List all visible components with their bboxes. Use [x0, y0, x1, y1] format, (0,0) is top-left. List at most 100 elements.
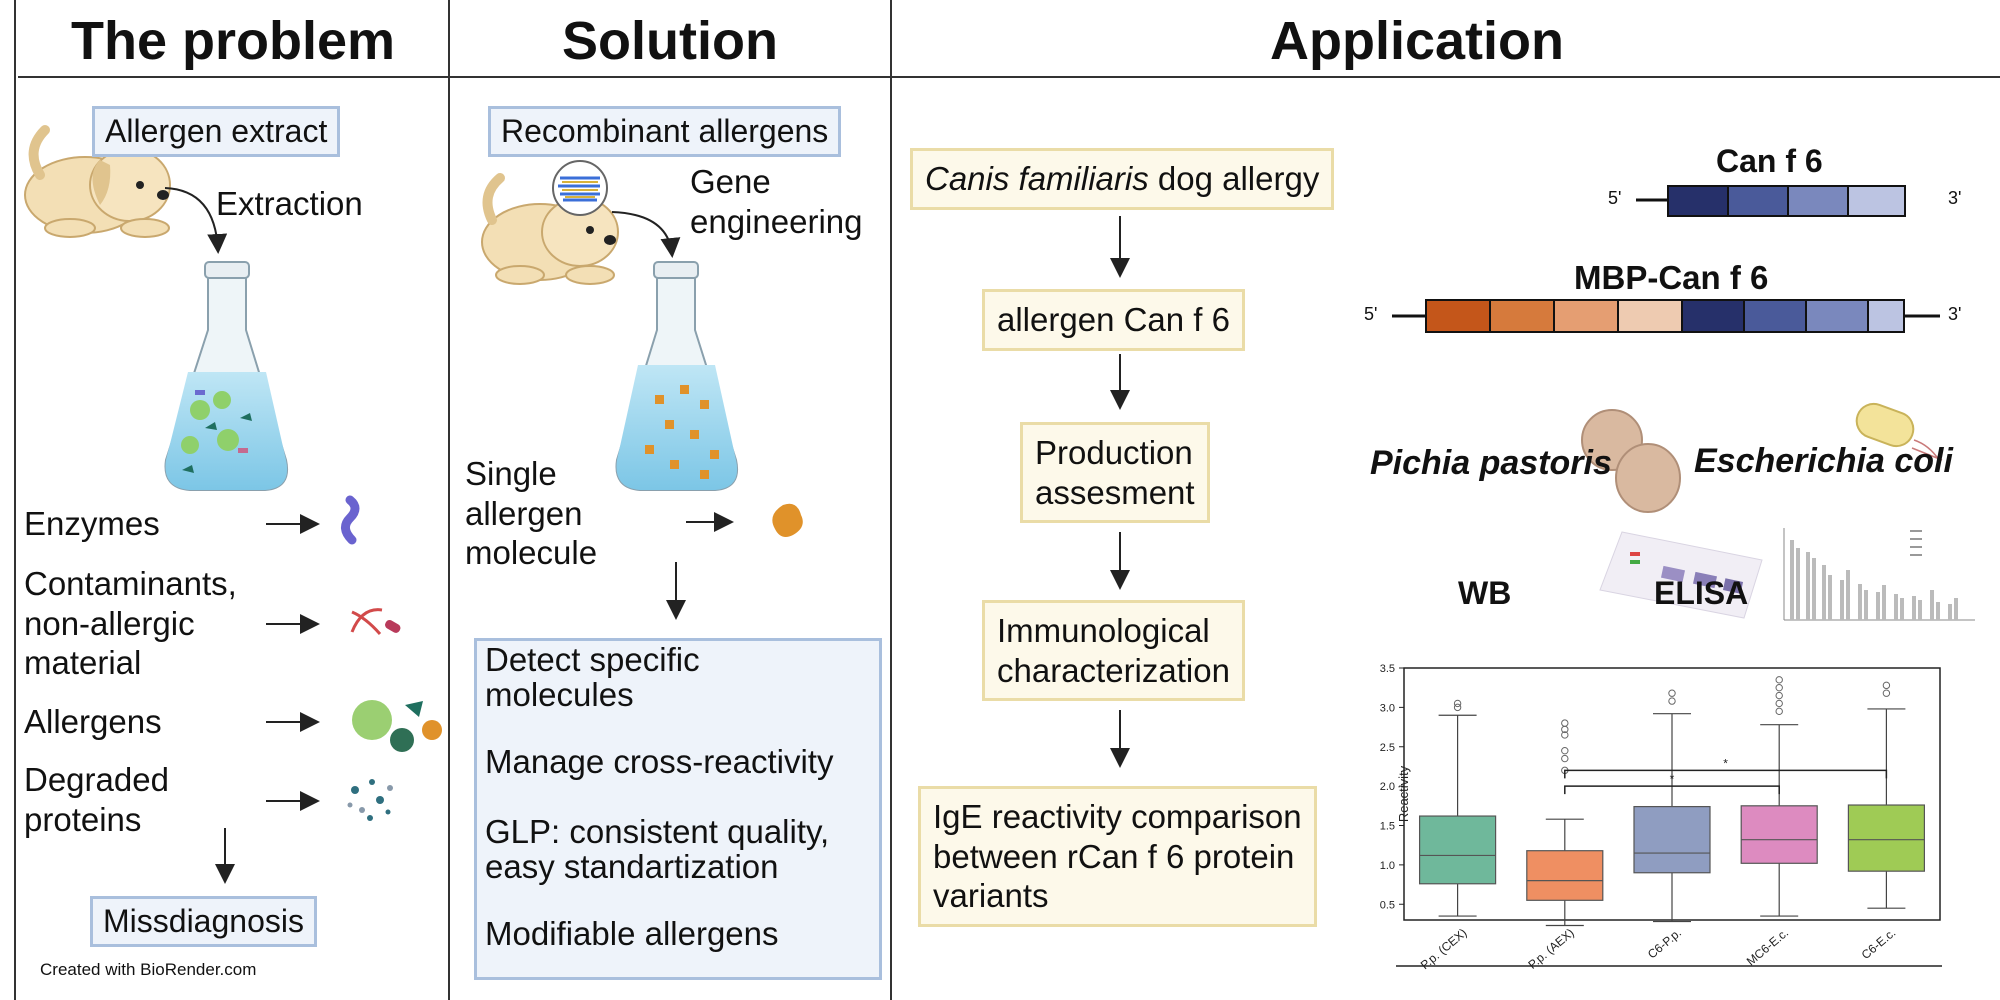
extraction-label: Extraction [216, 185, 363, 222]
significance-bracket [1564, 769, 1888, 779]
construct-segment [1847, 185, 1906, 217]
significance-label: * [1723, 756, 1728, 770]
y-tick-label: 2.0 [1380, 781, 1395, 793]
box-body [1847, 804, 1926, 872]
problem-row-allergens: Allergens [24, 703, 162, 740]
box-outlier [1882, 681, 1891, 690]
y-tick-label: 2.5 [1380, 742, 1395, 754]
mbp-can-f6-title: MBP-Can f 6 [1574, 259, 1769, 296]
construct-segment [1743, 299, 1807, 333]
can-f6-title: Can f 6 [1716, 143, 1823, 179]
significance-label: * [1670, 772, 1675, 786]
header-solution: Solution [562, 11, 778, 71]
box-body [1633, 805, 1711, 874]
ecoli-cell-icon [1855, 402, 1943, 461]
construct-segment [1727, 185, 1789, 217]
host-pichia-pastoris: Pichia pastoris [1370, 444, 1612, 482]
box-outlier [1668, 697, 1676, 705]
box-outlier [1775, 691, 1783, 700]
y-tick-label: 3.5 [1380, 663, 1395, 675]
benefit-modifiable: Modifiable allergens [485, 915, 779, 952]
header-rule [18, 76, 2000, 78]
y-tick-label: 3.0 [1380, 702, 1395, 714]
mbp-three-prime: 3' [1948, 304, 1962, 324]
y-tick-label: 1.5 [1380, 821, 1395, 833]
mbp-five-prime: 5' [1364, 304, 1378, 324]
x-tick-label: P.p. (CEX) [1418, 926, 1470, 973]
dna-contaminant-icon [350, 608, 401, 635]
construct-segment [1787, 185, 1849, 217]
box-outlier [1882, 689, 1891, 697]
box-body [1418, 815, 1497, 885]
can-f6-construct [1636, 185, 1906, 217]
header-problem: The problem [70, 11, 396, 71]
construct-segment [1425, 299, 1491, 333]
box-outlier [1775, 683, 1783, 692]
box-outlier [1775, 676, 1783, 684]
divider-left-edge [14, 0, 16, 1000]
box-body [1740, 805, 1818, 864]
box-outlier [1453, 703, 1462, 712]
divider-solution-application [890, 0, 892, 1000]
flow-step-ige-reactivity: IgE reactivity comparison between rCan f… [918, 786, 1317, 927]
benefit-detect-molecules: Detect specific molecules [485, 641, 700, 713]
box-outlier [1668, 689, 1676, 697]
box-outlier [1775, 699, 1783, 708]
construct-segment [1667, 185, 1729, 217]
flow-step-can-f6: allergen Can f 6 [982, 289, 1245, 351]
mbp-can-f6-construct [1392, 299, 1940, 333]
problem-row-enzymes: Enzymes [24, 505, 160, 542]
x-tick-label: C6-E.c. [1859, 926, 1899, 962]
box-outlier [1561, 719, 1569, 727]
header-application: Application [1270, 11, 1564, 71]
y-axis-label: Reactivity [1396, 765, 1411, 822]
box-body [1526, 850, 1604, 901]
construct-segment [1805, 299, 1869, 333]
allergens-icon [352, 700, 442, 752]
can-f6-three-prime: 3' [1948, 188, 1962, 208]
divider-problem-solution [448, 0, 450, 1000]
degraded-proteins-icon [347, 779, 393, 821]
benefit-glp: GLP: consistent quality, easy standartiz… [485, 813, 830, 885]
significance-bracket [1564, 785, 1780, 795]
single-allergen-label: Single allergen molecule [465, 455, 598, 572]
enzyme-icon [341, 495, 360, 545]
gene-engineering-label: Gene engineering [690, 163, 863, 240]
dna-bubble-icon [552, 160, 608, 216]
missdiagnosis-box: Missdiagnosis [90, 896, 317, 947]
host-escherichia-coli: Escherichia coli [1694, 442, 1953, 480]
can-f6-five-prime: 5' [1608, 188, 1622, 208]
x-tick-label: MC6-E.c. [1744, 926, 1791, 969]
y-tick-label: 0.5 [1380, 899, 1395, 911]
x-tick-label: P.p. (AEX) [1525, 926, 1576, 972]
yeast-cells-icon [1581, 409, 1681, 513]
single-allergen-icon [772, 503, 803, 537]
puppy-icon-problem [24, 125, 171, 238]
problem-row-degraded-proteins: Degraded proteins [24, 761, 169, 838]
flask-icon-problem [164, 261, 288, 491]
box-outlier [1561, 746, 1569, 755]
western-blot-icon [1599, 531, 1763, 619]
box-outlier [1561, 731, 1569, 739]
puppy-icon-solution [481, 173, 619, 285]
construct-segment [1489, 299, 1555, 333]
method-wb: WB [1458, 575, 1512, 611]
problem-row-contaminants: Contaminants, non-allergic material [24, 565, 237, 682]
flask-icon-solution [615, 261, 738, 491]
box-outlier [1453, 699, 1462, 708]
box-outlier [1775, 707, 1783, 716]
construct-segment [1867, 299, 1905, 333]
flow-step-immunological: Immunological characterization [982, 600, 1245, 702]
flow-step-production: Production assesment [1020, 422, 1210, 524]
recombinant-allergens-box: Recombinant allergens [488, 106, 842, 157]
biorender-credit: Created with BioRender.com [40, 960, 257, 979]
elisa-chart-icon [1783, 528, 1975, 621]
x-tick-label: C6-P.p. [1645, 926, 1684, 962]
method-elisa: ELISA [1654, 575, 1749, 611]
solution-benefits-box: Detect specific molecules Manage cross-r… [474, 638, 882, 980]
allergen-extract-box: Allergen extract [92, 106, 341, 157]
flow-step-dog-allergy: Canis familiaris dog allergy [910, 148, 1335, 210]
